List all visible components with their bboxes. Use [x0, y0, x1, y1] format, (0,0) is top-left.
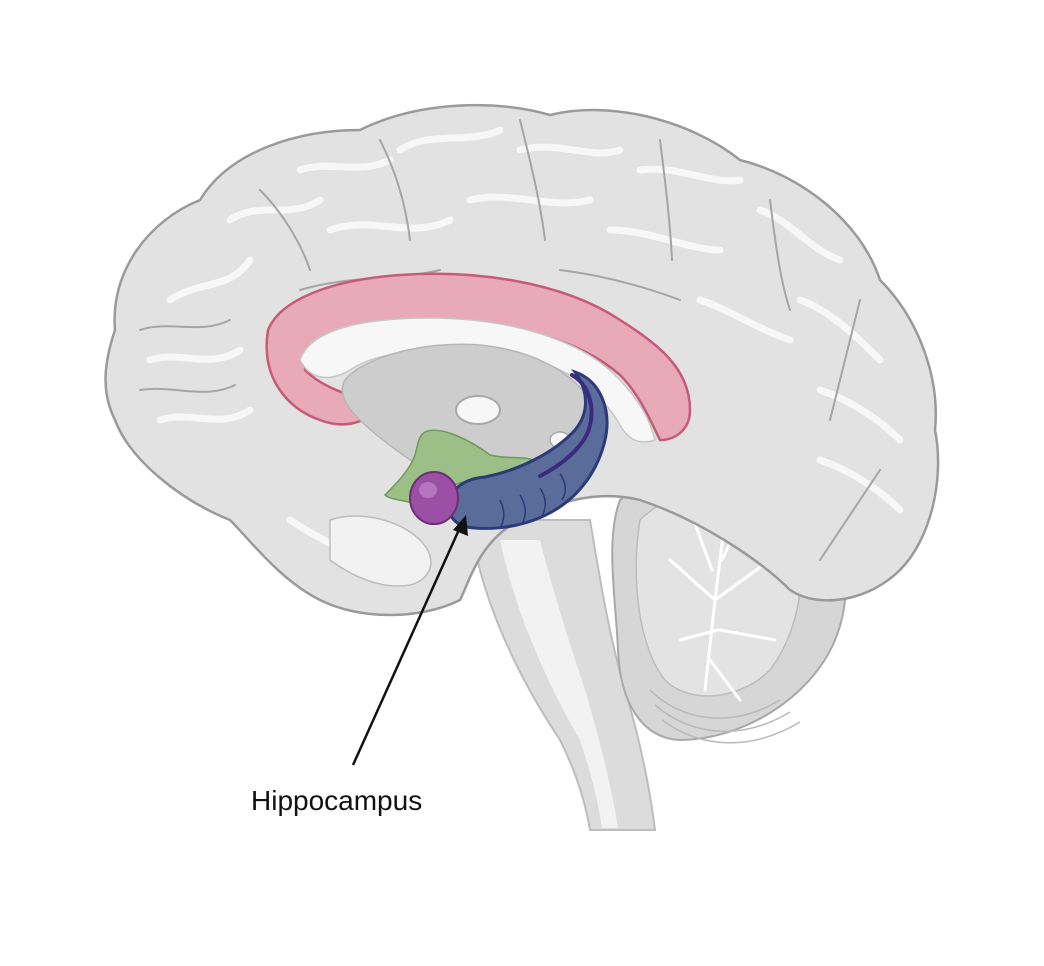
hippocampus	[447, 369, 609, 530]
brainstem-highlight	[500, 540, 618, 828]
hippocampus-leader-line	[351, 522, 464, 766]
sulci	[139, 119, 881, 561]
temporal-fold	[329, 515, 432, 587]
hippocampus-label: Hippocampus	[251, 785, 422, 816]
hippocampus-fornix	[538, 373, 594, 478]
interthalamic-adhesion	[455, 395, 501, 425]
hippocampus-ridges	[499, 473, 566, 529]
amygdala-highlight	[419, 482, 437, 498]
hippocampus-arrowhead	[453, 515, 468, 536]
amygdala	[409, 471, 459, 525]
